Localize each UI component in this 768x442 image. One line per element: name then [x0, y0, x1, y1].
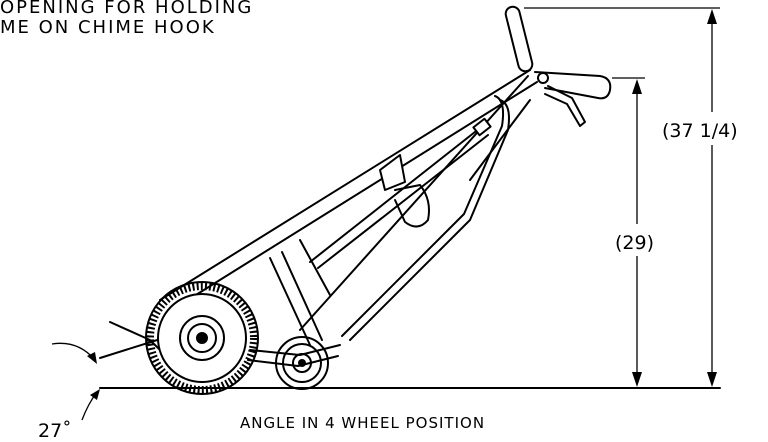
- brace-rod: [469, 99, 531, 181]
- arrowhead-top: [632, 79, 642, 94]
- gas-spring-bottom: [317, 134, 489, 269]
- small-wheel-axle: [298, 359, 306, 367]
- frame-rail-upper: [159, 69, 531, 301]
- large-wheel-tire: [145, 281, 259, 395]
- gas-spring-mount: [472, 117, 492, 137]
- frame-rail-lower: [299, 75, 529, 331]
- lower-frame-2: [247, 355, 339, 367]
- frame-strut-1: [269, 257, 311, 346]
- chime-hook: [394, 184, 430, 228]
- large-wheel: [145, 281, 259, 395]
- chime-hook-plate: [379, 154, 406, 191]
- handle-lever: [544, 85, 586, 127]
- gas-spring-top: [309, 127, 481, 263]
- large-wheel-hub: [179, 315, 225, 361]
- dimension-handle-height: (29): [612, 77, 654, 387]
- large-wheel-hub-inner: [187, 323, 217, 353]
- note-line-2: ME ON CHIME HOOK: [0, 17, 216, 38]
- frame-rail-upper-inner: [174, 81, 538, 309]
- angle-label: 27˚: [38, 420, 72, 442]
- angle-arrow-lower: [90, 389, 100, 400]
- hand-truck: [99, 5, 612, 395]
- angle-arc-upper: [51, 342, 96, 361]
- arrowhead-top: [707, 9, 717, 24]
- angle-arrow-upper: [87, 352, 97, 364]
- small-wheel-hub: [292, 353, 312, 373]
- handle-bar: [534, 71, 612, 100]
- handle-height-label: (29): [615, 232, 654, 254]
- small-wheel: [275, 336, 329, 390]
- caption: ANGLE IN 4 WHEEL POSITION: [240, 414, 485, 432]
- frame-strut-3: [299, 239, 331, 296]
- large-wheel-axle: [196, 332, 208, 344]
- handle-pivot: [537, 72, 549, 84]
- inner-frame-back-2: [341, 95, 505, 337]
- large-wheel-tread: [146, 282, 258, 394]
- angle-dimension: 27˚: [38, 342, 100, 442]
- small-wheel-rim: [282, 343, 322, 383]
- handle-grip: [504, 5, 612, 127]
- dimension-overall-height: (37 1/4): [524, 7, 738, 387]
- note-line-1: OPENING FOR HOLDING: [0, 0, 253, 18]
- arrowhead-bottom: [632, 372, 642, 387]
- overall-height-label: (37 1/4): [662, 120, 738, 142]
- small-wheel-tire: [275, 336, 329, 390]
- handle-upright: [504, 5, 534, 73]
- frame-strut-2: [281, 251, 323, 341]
- arrowhead-bottom: [707, 372, 717, 387]
